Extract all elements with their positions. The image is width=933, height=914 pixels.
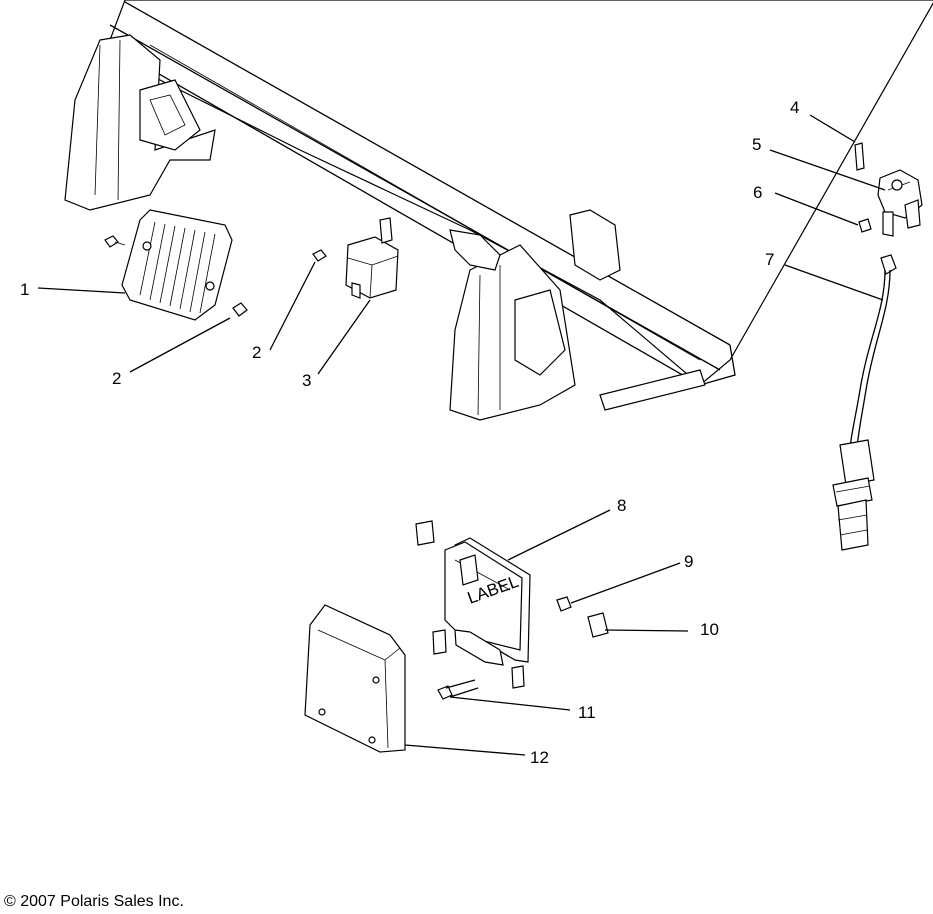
callout-2-middle: 2 [252, 343, 261, 362]
sensor-assembly-part [854, 142, 923, 237]
oxygen-sensor-part [832, 254, 897, 551]
callout-7: 7 [765, 250, 774, 269]
copyright-text: © 2007 Polaris Sales Inc. [4, 893, 184, 910]
leader-lines [37, 114, 886, 756]
ecu-cover-part [304, 604, 406, 753]
relay-part [345, 217, 399, 299]
frame-rail [64, 0, 933, 421]
callout-11: 11 [578, 703, 596, 722]
callout-4: 4 [790, 98, 799, 117]
callout-5: 5 [752, 135, 761, 154]
callout-labels: 1 2 2 3 4 5 6 7 8 9 10 11 12 [20, 98, 799, 767]
callout-10: 10 [700, 620, 719, 639]
screw-part [104, 235, 327, 317]
ecu-part: LABEL [415, 520, 531, 689]
callout-12: 12 [530, 748, 549, 767]
callout-1: 1 [20, 280, 29, 299]
hardware-part [437, 596, 609, 700]
callout-9: 9 [684, 552, 693, 571]
callout-6: 6 [753, 183, 762, 202]
regulator-part [121, 209, 233, 321]
callout-3: 3 [302, 371, 311, 390]
callout-2-left: 2 [112, 369, 121, 388]
callout-8: 8 [617, 496, 626, 515]
